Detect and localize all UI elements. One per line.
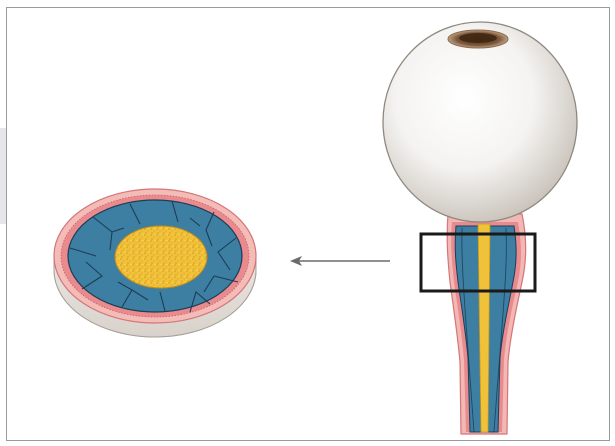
disc-central-core — [115, 226, 207, 288]
optic-nerve — [447, 214, 526, 434]
cross-section-disc — [54, 189, 256, 337]
direction-arrow — [290, 256, 390, 266]
eyeball — [383, 22, 577, 222]
